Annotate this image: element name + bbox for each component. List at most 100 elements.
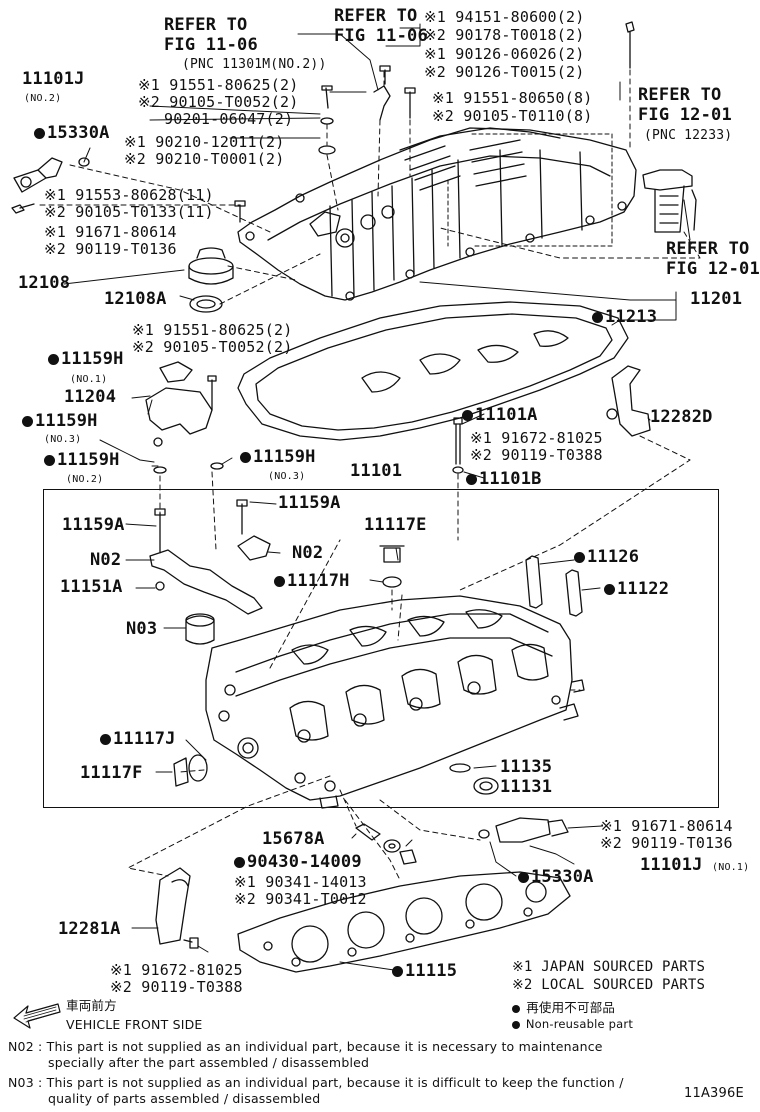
- spec-g1: ※1 91551-80625(2): [132, 321, 293, 339]
- refer-fig-12-01-line1[interactable]: REFER TO: [638, 85, 722, 105]
- part-15330A-top[interactable]: 15330A: [34, 124, 110, 143]
- part-11115[interactable]: 11115: [392, 962, 457, 981]
- n03-label[interactable]: N03: [126, 619, 158, 639]
- refer-fig-11-06b-line1[interactable]: REFER TO: [334, 6, 418, 26]
- part-11117E[interactable]: 11117E: [364, 515, 427, 535]
- part-11101B[interactable]: 11101B: [466, 470, 542, 489]
- part-11101J-bottom[interactable]: 11101J: [640, 855, 703, 875]
- spec-b1: ※1 91551-80625(2): [138, 76, 299, 94]
- solid-leaders: [63, 23, 691, 971]
- part-90430-14009[interactable]: 90430-14009: [234, 853, 362, 872]
- part-11159H-no2-sub: (NO.2): [66, 474, 104, 485]
- vehicle-front-jp: 車両前方: [66, 998, 117, 1013]
- nonreusable-dot-icon: [512, 1021, 520, 1029]
- refer-fig-12-01b-line2[interactable]: FIG 12-01: [666, 259, 760, 279]
- spec-a4: ※2 90126-T0015(2): [424, 63, 585, 81]
- part-11159H-no3b-sub: (NO.3): [268, 471, 306, 482]
- refer-fig-11-06-pnc: (PNC 11301M(NO.2)): [182, 57, 327, 72]
- part-11159H-no3[interactable]: 11159H: [22, 412, 98, 431]
- refer-fig-12-01-line2[interactable]: FIG 12-01: [638, 105, 732, 125]
- spec-h2: ※2 90119-T0388: [470, 446, 603, 464]
- bearing-cap-11204: [145, 361, 224, 474]
- cylinder-head: [205, 595, 585, 809]
- part-11159A-right[interactable]: 11159A: [278, 493, 341, 513]
- part-11159H-no3b[interactable]: 11159H: [240, 448, 316, 467]
- part-11131[interactable]: 11131: [500, 777, 553, 797]
- cylinder-head-cover: [237, 127, 637, 301]
- spec-d2: ※2 90210-T0001(2): [124, 150, 285, 168]
- cover-bolts: [11, 21, 635, 223]
- part-11159H-no2[interactable]: 11159H: [44, 451, 120, 470]
- part-11101A[interactable]: 11101A: [462, 406, 538, 425]
- spec-a1: ※1 94151-80600(2): [424, 8, 585, 26]
- spec-g2: ※2 90105-T0052(2): [132, 338, 293, 356]
- spec-b2: ※2 90105-T0052(2): [138, 93, 299, 111]
- spec-a3: ※1 90126-06026(2): [424, 45, 585, 63]
- part-12281A[interactable]: 12281A: [58, 919, 121, 939]
- legend-local: ※2 LOCAL SOURCED PARTS: [512, 977, 706, 993]
- spec-h1: ※1 91672-81025: [470, 429, 603, 447]
- part-11126[interactable]: 11126: [574, 548, 639, 567]
- legend-japan: ※1 JAPAN SOURCED PARTS: [512, 959, 706, 975]
- part-15330A-bottom[interactable]: 15330A: [518, 868, 594, 887]
- part-11101[interactable]: 11101: [350, 461, 403, 481]
- part-11101J-top-no: (NO.2): [24, 93, 62, 104]
- refer-fig-11-06b-line2[interactable]: FIG 11-06: [334, 26, 428, 46]
- note-n03-line2: quality of parts assembled / disassemble…: [48, 1091, 321, 1106]
- diagram-id: 11A396E: [684, 1086, 744, 1101]
- n02-left[interactable]: N02: [90, 550, 122, 570]
- spec-f1: ※1 91671-80614: [44, 223, 177, 241]
- bracket-12282D: [606, 365, 651, 437]
- legend-nonreusable-en: Non-reusable part: [512, 1017, 633, 1032]
- spec-a2: ※2 90178-T0018(2): [424, 26, 585, 44]
- lower-parts: [155, 817, 571, 973]
- part-11151A[interactable]: 11151A: [60, 577, 123, 597]
- cover-gasket: [237, 301, 629, 441]
- spec-i2: ※2 90119-T0136: [600, 834, 733, 852]
- spec-c1: ※1 91551-80650(8): [432, 89, 593, 107]
- part-11122[interactable]: 11122: [604, 580, 669, 599]
- refer-fig-12-01b-line1[interactable]: REFER TO: [666, 239, 750, 259]
- spec-j1: ※1 90341-14013: [234, 873, 367, 891]
- vehicle-front-en: VEHICLE FRONT SIDE: [66, 1017, 203, 1032]
- note-n02-line2: specially after the part assembled / dis…: [48, 1055, 370, 1070]
- part-11213[interactable]: 11213: [592, 308, 657, 327]
- spec-e2: ※2 90105-T0133(11): [44, 203, 214, 221]
- part-11159H-no1[interactable]: 11159H: [48, 350, 124, 369]
- spec-f2: ※2 90119-T0136: [44, 240, 177, 258]
- part-11159H-no3-sub: (NO.3): [44, 434, 82, 445]
- part-11101J-top[interactable]: 11101J: [22, 69, 85, 89]
- refer-fig-11-06-line2[interactable]: FIG 11-06: [164, 35, 258, 55]
- oil-filler-cap: [188, 247, 234, 313]
- legend-nonreusable-jp: 再使用不可部品: [512, 1000, 615, 1015]
- spec-j2: ※2 90341-T0012: [234, 890, 367, 908]
- part-11135[interactable]: 11135: [500, 757, 553, 777]
- front-arrow-icon: [13, 1003, 61, 1029]
- part-11101J-bottom-no: (NO.1): [712, 862, 750, 873]
- part-11117J[interactable]: 11117J: [100, 730, 176, 749]
- part-11159H-no1-sub: (NO.1): [70, 374, 108, 385]
- note-n02-line1: N02 : This part is not supplied as an in…: [8, 1039, 603, 1054]
- spec-e1: ※1 91553-80628(11): [44, 186, 214, 204]
- part-11117H[interactable]: 11117H: [274, 572, 350, 591]
- note-n03-line1: N03 : This part is not supplied as an in…: [8, 1075, 624, 1090]
- part-11204[interactable]: 11204: [64, 387, 117, 407]
- spec-i1: ※1 91671-80614: [600, 817, 733, 835]
- head-bolt: [452, 417, 464, 474]
- spec-c2: ※2 90105-T0110(8): [432, 107, 593, 125]
- part-12108A[interactable]: 12108A: [104, 289, 167, 309]
- part-12108[interactable]: 12108: [18, 273, 71, 293]
- n02-right[interactable]: N02: [292, 543, 324, 563]
- spec-k1: ※1 91672-81025: [110, 961, 243, 979]
- part-11201[interactable]: 11201: [690, 289, 743, 309]
- part-15678A[interactable]: 15678A: [262, 829, 325, 849]
- part-12282D[interactable]: 12282D: [650, 407, 713, 427]
- cylinder-head-group-frame: [43, 489, 719, 808]
- refer-fig-11-06-line1[interactable]: REFER TO: [164, 15, 248, 35]
- nonreusable-dot-icon: [512, 1005, 520, 1013]
- part-11117F[interactable]: 11117F: [80, 763, 143, 783]
- part-11159A-left[interactable]: 11159A: [62, 515, 125, 535]
- vvt-sensor-top: [13, 157, 90, 193]
- frame-small-parts: [149, 499, 583, 795]
